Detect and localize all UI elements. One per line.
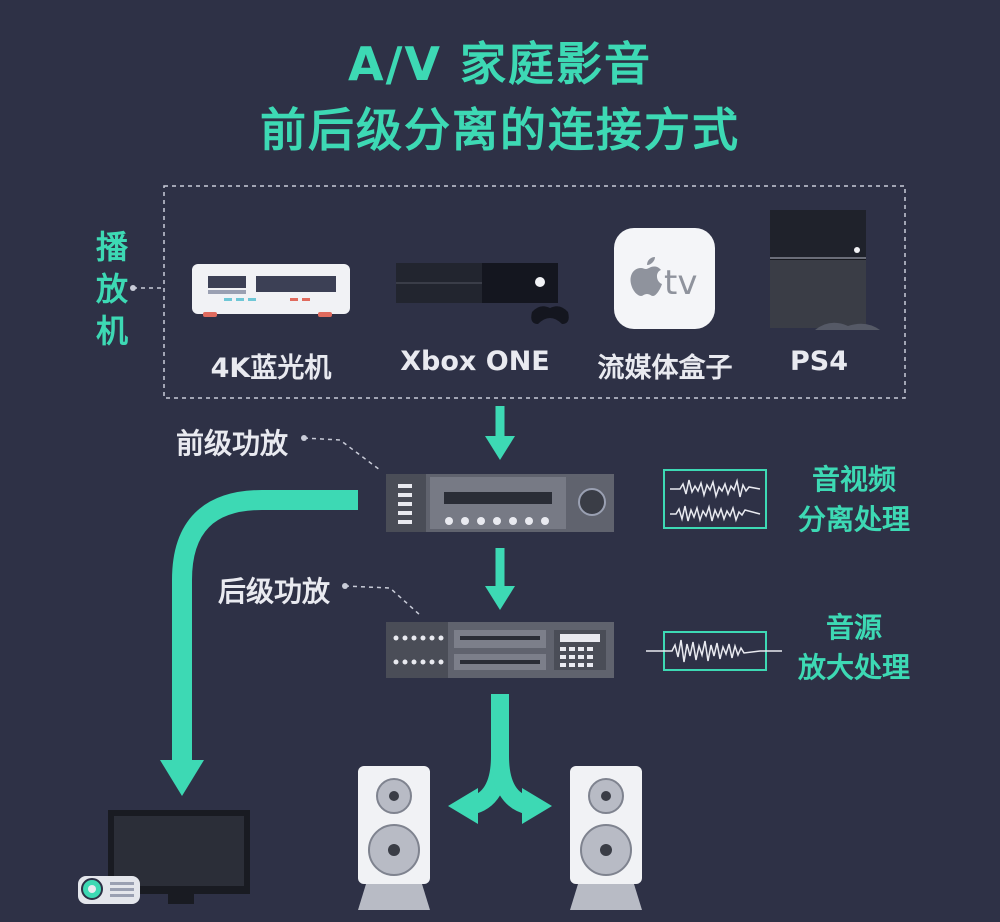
device-label-bluray: 4K蓝光机: [210, 353, 332, 384]
poweramp-icon: [386, 622, 614, 678]
poweramp-process-line-1: 音源: [825, 611, 882, 644]
bluray-player-icon: [192, 264, 350, 317]
apple-tv-text: tv: [664, 263, 697, 303]
players-group-box: [163, 185, 906, 399]
players-side-char-2: 放: [95, 270, 128, 308]
players-side-label: 播 放 机: [92, 226, 132, 352]
av-waveform-icon: [663, 469, 767, 529]
projector-icon: [78, 876, 140, 904]
device-label-ps4: PS4: [789, 346, 849, 377]
preamp-label: 前级功放: [176, 427, 289, 460]
apple-tv-icon: [614, 228, 715, 329]
audio-waveform-icon: [646, 631, 782, 671]
speaker-right-icon: [570, 766, 642, 910]
poweramp-process-label: 音源 放大处理: [784, 608, 924, 688]
preamp-process-label: 音视频 分离处理: [784, 460, 924, 540]
tv-icon: [108, 810, 250, 904]
players-side-char-3: 机: [95, 312, 128, 350]
device-label-streaming: 流媒体盒子: [597, 353, 733, 384]
preamp-process-line-2: 分离处理: [797, 503, 910, 536]
poweramp-label: 后级功放: [218, 575, 331, 608]
ps4-console-icon: [770, 210, 880, 330]
preamp-process-line-1: 音视频: [811, 463, 896, 496]
device-label-xbox: Xbox ONE: [400, 346, 550, 377]
speaker-left-icon: [358, 766, 430, 910]
poweramp-process-line-2: 放大处理: [797, 651, 910, 684]
title-line-2: 前后级分离的连接方式: [260, 103, 740, 157]
players-side-char-1: 播: [95, 228, 128, 266]
title-line-1: A/V 家庭影音: [347, 37, 653, 91]
xbox-console-icon: [396, 263, 569, 324]
preamp-icon: [386, 474, 614, 532]
